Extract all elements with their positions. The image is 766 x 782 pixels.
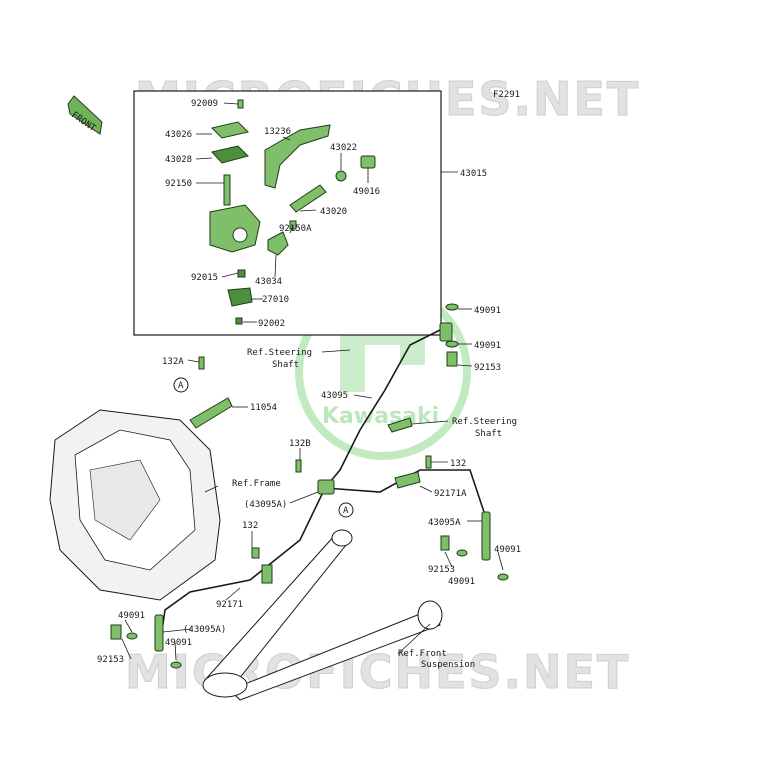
label-43028: 43028 <box>165 155 192 165</box>
label-92171A: 92171A <box>434 489 467 499</box>
label-43022: 43022 <box>330 143 357 153</box>
label-43034: 43034 <box>255 277 282 287</box>
label-49091-b: 49091 <box>474 341 501 351</box>
label-43020: 43020 <box>320 207 347 217</box>
label-43095A-paren: (43095A) <box>244 500 287 510</box>
master-cylinder-parts <box>209 99 376 325</box>
label-92171: 92171 <box>216 600 243 610</box>
ref-frame: Ref.Frame <box>232 479 281 489</box>
label-92015: 92015 <box>191 273 218 283</box>
label-92150: 92150 <box>165 179 192 189</box>
svg-text:A: A <box>178 381 184 391</box>
ref-steering-shaft-1: Ref.Steering <box>247 348 312 358</box>
label-49091-f: 49091 <box>165 638 192 648</box>
front-arrow-icon: FRONT <box>67 95 103 135</box>
front-suspension-arm <box>202 529 443 701</box>
label-49091-e: 49091 <box>118 611 145 621</box>
assembly-frame <box>133 90 442 336</box>
ref-steering-shaft-2-line2: Shaft <box>475 429 502 439</box>
label-92009: 92009 <box>191 99 218 109</box>
ref-steering-shaft-1-line2: Shaft <box>272 360 299 370</box>
reference-labels: Ref.Steering Shaft Ref.Steering Shaft Re… <box>232 348 517 670</box>
ref-front-suspension-line2: Suspension <box>421 660 475 670</box>
label-43095: 43095 <box>321 391 348 401</box>
label-11054: 11054 <box>250 403 277 413</box>
label-43095A-paren2: (43095A) <box>183 625 226 635</box>
label-49091-c: 49091 <box>494 545 521 555</box>
label-49091-a: 49091 <box>474 306 501 316</box>
label-92002: 92002 <box>258 319 285 329</box>
svg-text:A: A <box>343 506 349 516</box>
label-92153-b: 92153 <box>428 565 455 575</box>
label-92153-c: 92153 <box>97 655 124 665</box>
ref-front-suspension: Ref.Front <box>398 649 447 659</box>
leader-lines <box>121 102 504 661</box>
label-132-b: 132 <box>242 521 258 531</box>
callout-a-1: A <box>173 377 189 393</box>
label-43015: 43015 <box>460 169 487 179</box>
label-92150A: 92150A <box>279 224 312 234</box>
callout-a-2: A <box>338 502 354 518</box>
label-49016: 49016 <box>353 187 380 197</box>
label-13236: 13236 <box>264 127 291 137</box>
label-27010: 27010 <box>262 295 289 305</box>
brake-hoses <box>154 322 491 652</box>
diagram-code: F2291 <box>493 90 520 100</box>
label-43095A: 43095A <box>428 518 461 528</box>
ref-steering-shaft-2: Ref.Steering <box>452 417 517 427</box>
svg-text:Kawasaki: Kawasaki <box>322 404 439 429</box>
part-number-labels: 92009 43026 43028 92150 92015 13236 4302… <box>97 99 521 665</box>
watermark-bottom: MICROFICHES.NET <box>125 645 630 699</box>
label-132-a: 132 <box>450 459 466 469</box>
label-49091-d: 49091 <box>448 577 475 587</box>
hardware-right <box>110 303 509 669</box>
label-43026: 43026 <box>165 130 192 140</box>
label-92153-a: 92153 <box>474 363 501 373</box>
label-132A: 132A <box>162 357 184 367</box>
label-132B: 132B <box>289 439 311 449</box>
frame-illustration <box>49 409 221 601</box>
kawasaki-logo-watermark: Kawasaki <box>295 284 471 460</box>
